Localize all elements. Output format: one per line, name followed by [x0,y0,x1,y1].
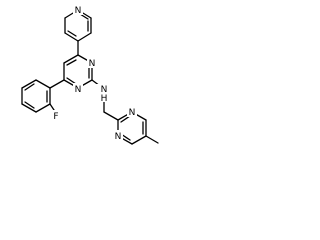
atom-label-n-methylpyrimidine-2: N [115,132,122,142]
chemical-structure: N N N F N H NH N N [21,4,159,145]
aryl-bond [49,79,65,89]
atom-label-n-pyrimidine-2: N [75,85,82,95]
methylpyrimidine-ring [117,111,159,145]
atom-label-n-pyridine: N [75,6,82,16]
atom-label-amine-n: N [101,85,108,95]
atom-label-amine-h: H [101,94,108,104]
atom-label-n-pyrimidine-1: N [89,59,96,69]
fluorophenyl-ring [21,79,57,114]
atom-label-fluorine: F [53,112,58,122]
atom-label-n-methylpyrimidine-1: N [129,108,136,118]
methylene-bond-2 [103,111,119,121]
